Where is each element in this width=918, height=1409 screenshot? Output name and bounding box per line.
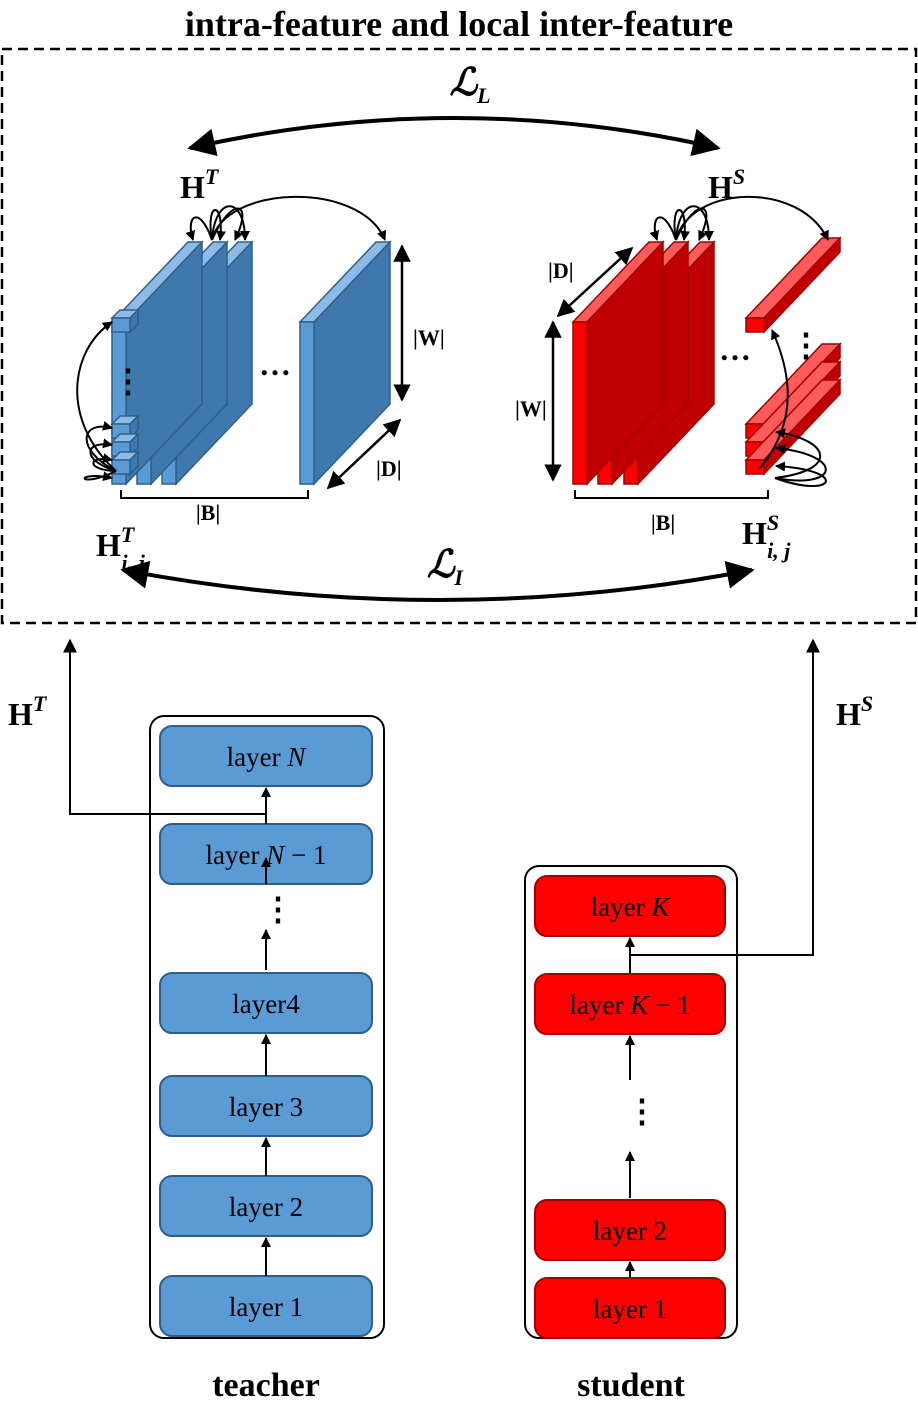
diagram-title: intra-feature and local inter-feature (185, 4, 733, 44)
loss-intra-arrow (120, 560, 755, 602)
teacher-feature-tensor (110, 240, 392, 486)
teacher-layer-2: layer4 (159, 972, 373, 1034)
teacher-inter-feature-arrows (185, 195, 387, 241)
student-layer-label: layer 1 (593, 1294, 667, 1324)
teacher-layer-0: layer N (159, 725, 373, 787)
teacher-ellipsis: … (259, 346, 291, 382)
distillation-panel (0, 47, 918, 625)
teacher-caption: teacher (212, 1367, 320, 1404)
teacher-side-label: HT (8, 691, 48, 732)
teacher-vertical-ellipsis: ⋮ (112, 363, 144, 399)
student-stack-ellipsis: ⋮ (626, 1093, 658, 1129)
student-b-label: |B| (651, 510, 675, 535)
teacher-layer-label: layer4 (232, 989, 300, 1019)
student-d-dim-arrow (556, 246, 634, 318)
teacher-w-label: |W| (413, 325, 445, 350)
teacher-stack-frame (149, 715, 385, 1339)
teacher-d-label: |D| (376, 456, 402, 481)
student-layer-label: layer K − 1 (570, 990, 691, 1020)
teacher-layer-4: layer 2 (159, 1175, 373, 1237)
student-layer-3: layer 1 (534, 1277, 726, 1339)
loss-intra-label: ℒI (427, 541, 464, 590)
teacher-layer-label: layer 1 (229, 1292, 303, 1322)
student-inter-feature-arrows (649, 195, 829, 241)
teacher-element-cube (110, 308, 140, 334)
student-layer-2: layer 2 (534, 1199, 726, 1261)
student-side-label: HS (836, 691, 873, 732)
student-layer-label: layer 2 (593, 1216, 667, 1246)
teacher-layer-label: layer N (227, 742, 308, 772)
teacher-feature-label: HT (180, 164, 220, 205)
teacher-layer-label: layer 2 (229, 1192, 303, 1222)
teacher-stack-ellipsis: ⋮ (262, 891, 294, 927)
student-w-label: |W| (515, 396, 547, 421)
student-to-panel-arrow (630, 638, 820, 956)
teacher-b-label: |B| (196, 500, 220, 525)
student-ellipsis: … (719, 331, 751, 367)
teacher-layer-3: layer 3 (159, 1075, 373, 1137)
student-layer-stack: layer K layer K − 1 layer 2 layer 1 (534, 875, 726, 1339)
teacher-intra-feature-arrows (76, 321, 117, 482)
teacher-slab-1 (110, 240, 204, 486)
teacher-layer-label: layer N − 1 (206, 840, 327, 870)
loss-local-label: ℒL (450, 59, 491, 108)
student-layer-0: layer K (534, 875, 726, 937)
student-layer-1: layer K − 1 (534, 973, 726, 1035)
loss-local-arrow (187, 116, 721, 157)
student-caption: student (577, 1367, 685, 1404)
student-b-bracket (574, 490, 769, 499)
teacher-layer-stack: layer N layer N − 1 layer4 layer 3 layer 2 la… (159, 725, 373, 1337)
student-layer-label: layer K (591, 892, 672, 922)
student-d-label: |D| (548, 258, 574, 283)
teacher-layer-5: layer 1 (159, 1275, 373, 1337)
student-element-rod (744, 236, 842, 334)
student-intra-feature-arrows (759, 329, 827, 487)
student-vertical-ellipsis: ⋮ (790, 327, 822, 363)
teacher-layer-label: layer 3 (229, 1092, 303, 1122)
teacher-b-bracket (120, 490, 309, 499)
teacher-layer-1: layer N − 1 (159, 823, 373, 885)
teacher-to-panel-arrow (63, 638, 266, 815)
teacher-slab-last (298, 240, 392, 486)
teacher-d-dim-arrow (326, 418, 402, 490)
